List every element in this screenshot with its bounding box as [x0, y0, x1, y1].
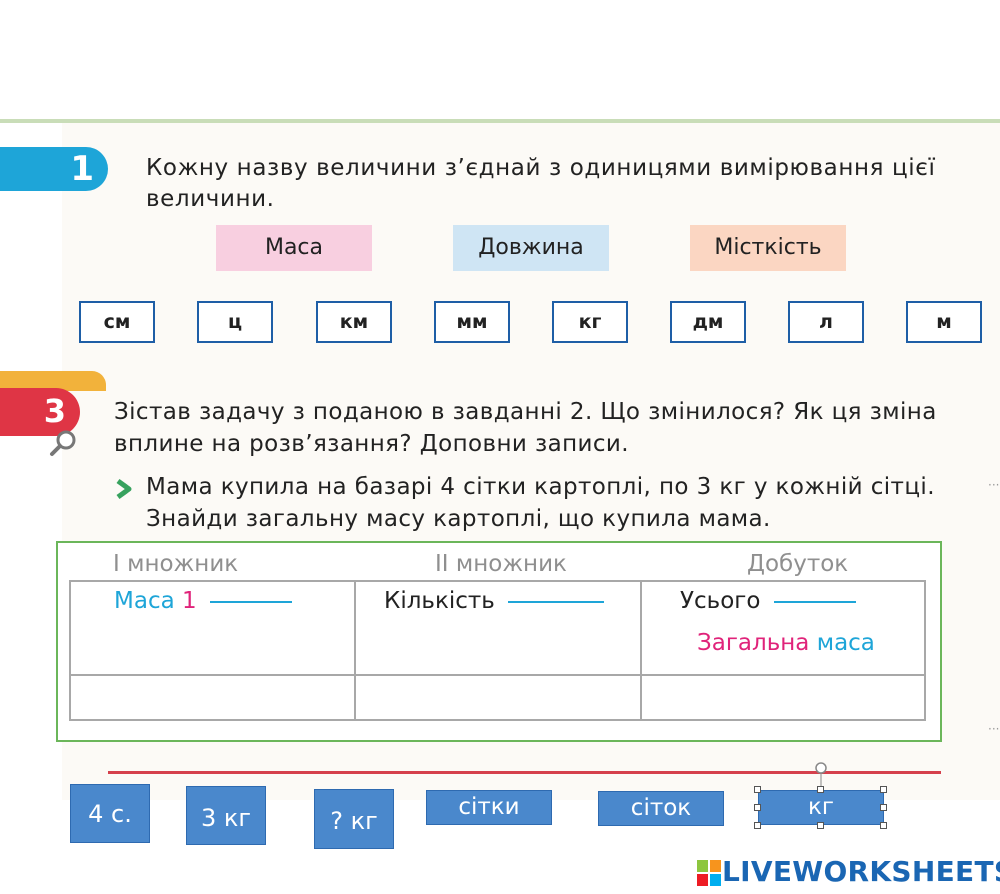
task-1-badge: 1 [0, 147, 108, 191]
resize-handle[interactable] [817, 822, 824, 829]
cell-total-word: Усього [680, 588, 761, 614]
section-divider [108, 771, 941, 774]
liveworksheets-logo-text: LIVEWORKSHEETS [722, 855, 1000, 888]
tile-3-kg[interactable]: 3 кг [186, 786, 266, 845]
unit-ts[interactable]: ц [197, 301, 273, 343]
edge-dots: ····· [988, 478, 1000, 492]
category-length[interactable]: Довжина [453, 225, 609, 271]
column-divider [640, 580, 642, 721]
unit-l[interactable]: л [788, 301, 864, 343]
answer-blank [209, 600, 292, 603]
resize-handle[interactable] [754, 822, 761, 829]
resize-handle[interactable] [880, 822, 887, 829]
category-capacity[interactable]: Місткість [690, 225, 846, 271]
header-product: Добуток [747, 551, 849, 577]
unit-kg[interactable]: кг [552, 301, 628, 343]
task-table [56, 541, 942, 742]
cell-total-sublabel: Загальна маса [697, 630, 875, 656]
edge-dots: ····· [988, 722, 1000, 736]
answer-cell-1[interactable] [71, 676, 354, 719]
answer-cell-2[interactable] [356, 676, 640, 719]
table-grid [69, 580, 926, 721]
tile-nets[interactable]: сітки [426, 790, 552, 825]
top-rule [0, 119, 1000, 123]
liveworksheets-logo-icon [697, 860, 721, 886]
chevron-right-icon [116, 478, 132, 500]
tile-4-nets[interactable]: 4 с. [70, 784, 150, 843]
tile-kg[interactable]: кг [758, 790, 884, 825]
answer-cell-3[interactable] [642, 676, 924, 719]
header-multiplier-1: І множник [113, 551, 239, 577]
cell-total-label: Усього [680, 588, 856, 614]
resize-handle[interactable] [754, 804, 761, 811]
cell-count-label: Кількість [384, 588, 605, 614]
answer-blank [773, 600, 856, 603]
problem-statement: Мама купила на базарі 4 сітки картоплі, … [146, 474, 935, 532]
resize-handle[interactable] [880, 804, 887, 811]
tile-of-nets[interactable]: сіток [598, 791, 724, 826]
resize-handle[interactable] [880, 786, 887, 793]
magnifier-icon [50, 430, 76, 456]
unit-m[interactable]: м [906, 301, 982, 343]
cell-count-word: Кількість [384, 588, 495, 614]
cell-mass-word: Маса [114, 588, 175, 614]
total-mass-word-2: маса [816, 630, 875, 656]
row-divider [69, 674, 926, 676]
resize-handle[interactable] [817, 786, 824, 793]
task-1-number: 1 [70, 149, 94, 189]
total-mass-word-1: Загальна [697, 630, 810, 656]
task-3-number: 3 [43, 392, 66, 430]
answer-blank [508, 600, 605, 603]
tile-unknown-kg[interactable]: ? кг [314, 789, 394, 849]
unit-sm[interactable]: см [79, 301, 155, 343]
category-mass[interactable]: Маса [216, 225, 372, 271]
cell-mass-label: Маса 1 [114, 588, 292, 614]
cell-mass-index: 1 [182, 588, 197, 614]
header-multiplier-2: ІІ множник [435, 551, 567, 577]
task-3-instruction: Зістав задачу з поданою в завданні 2. Що… [114, 399, 937, 457]
resize-handle[interactable] [754, 786, 761, 793]
task-3-badge: 3 [0, 388, 80, 436]
unit-dm[interactable]: дм [670, 301, 746, 343]
task-2-badge-edge [0, 371, 106, 391]
unit-km[interactable]: км [316, 301, 392, 343]
column-divider [354, 580, 356, 721]
unit-mm[interactable]: мм [434, 301, 510, 343]
task-1-instruction: Кожну назву величини з’єднай з одиницями… [146, 155, 936, 212]
